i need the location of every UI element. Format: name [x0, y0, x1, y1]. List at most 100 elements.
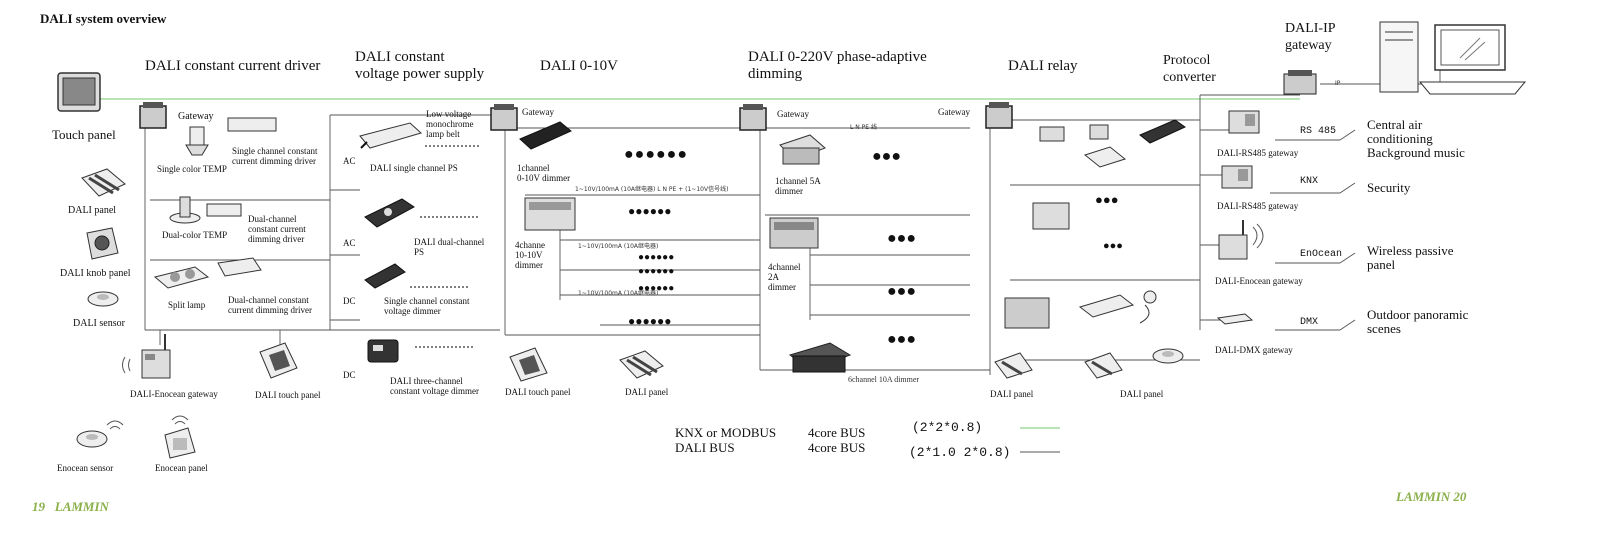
protocol-tag-dmx: DMX	[1300, 317, 1319, 328]
spec-label-2: 1~10V/100mA (10A继电器)	[578, 290, 659, 297]
one-ch-5a-icon	[775, 130, 830, 175]
legend-knx-bus: 4core BUS	[808, 425, 866, 440]
four-ch-010v-label: 4channe 10-10V dimmer	[515, 240, 545, 270]
six-ch-10a-label: 6channel 10A dimmer	[848, 375, 920, 384]
one-ch-010v-icon	[515, 117, 575, 157]
curtain-motor-icon	[1075, 285, 1175, 330]
three-cv-icon	[360, 335, 405, 370]
single-ps-label: DALI single channel PS	[370, 163, 458, 173]
knob-panel-icon	[82, 225, 122, 263]
lamp-dots-row-3: ●●●●●●	[638, 252, 675, 263]
enocean-panel-icon	[160, 410, 200, 460]
lamp-dots-row-12: ●●●	[1103, 240, 1123, 252]
enocean-gateway-label-2: DALI-Enocean gateway	[1215, 276, 1303, 286]
knob-panel-label: DALI knob panel	[60, 268, 131, 279]
page-title: DALI system overview	[40, 11, 167, 26]
dmx-gateway-label: DALI-DMX gateway	[1215, 345, 1293, 355]
touch-panel-icon	[55, 70, 103, 115]
lamp-dots-row-2: ●●●●●●	[628, 204, 672, 218]
single-driver-icon	[225, 115, 280, 135]
section-constant-voltage: DALI constant voltage power supply	[355, 49, 485, 82]
touch-panel-label: Touch panel	[52, 127, 116, 142]
section-ip-gateway: DALI-IP gateway	[1285, 21, 1336, 53]
legend-dali-name: DALI BUS	[675, 440, 735, 455]
dual-temp-lamp-icon	[165, 192, 205, 227]
dali-panel-icon-3	[990, 350, 1035, 385]
split-driver-icon	[215, 255, 265, 280]
four-ch-010v-icon	[515, 190, 580, 235]
gateway-label-3: Gateway	[777, 109, 809, 119]
legend-dali-spec: (2*1.0 2*0.8)	[909, 445, 1011, 460]
spec-top-label: 1~10V/100mA (10A继电器) L N PE + (1~10V信号线)	[575, 186, 729, 193]
six-ch-10a-icon	[785, 340, 855, 380]
rs485-gateway-label: DALI-RS485 gateway	[1217, 148, 1299, 158]
single-temp-lamp-icon	[182, 125, 212, 160]
legend-knx-spec: (2*2*0.8)	[912, 420, 983, 435]
enocean-panel-label: Enocean panel	[155, 463, 208, 473]
single-driver-label: Single channel constant current dimming …	[232, 146, 318, 166]
lnpe-label: L N PE 线	[850, 124, 877, 131]
dali-panel-label-3: DALI panel	[990, 389, 1034, 399]
lamp-dots-row-1: ●●●●●●	[624, 146, 688, 163]
dmx-gateway-icon	[1215, 310, 1255, 330]
single-cv-label: Single channel constant voltage dimmer	[384, 296, 470, 316]
section-protocol-converter: Protocol converter	[1163, 53, 1216, 85]
protocol-desc-enocean: Wireless passive panel	[1367, 243, 1454, 272]
relay-module-icon-2	[1000, 290, 1055, 335]
dual-ps-icon	[360, 195, 418, 235]
four-ch-2a-label: 4channel 2A dimmer	[768, 262, 801, 292]
gateway-label-1: Gateway	[178, 111, 214, 122]
four-ch-2a-icon	[765, 210, 825, 255]
enocean-gateway-icon-2	[1215, 215, 1275, 265]
footer-right: LAMMIN 20	[1396, 489, 1467, 504]
single-cv-icon	[360, 260, 410, 294]
dc-label-2: DC	[343, 370, 356, 380]
protocol-desc-dmx: Outdoor panoramic scenes	[1367, 307, 1469, 336]
relay-devices-icon	[1030, 115, 1190, 185]
section-constant-current: DALI constant current driver	[145, 58, 321, 74]
dali-sensor-label: DALI sensor	[73, 318, 125, 329]
dali-panel-label-4: DALI panel	[1120, 389, 1164, 399]
enocean-sensor-label: Enocean sensor	[57, 463, 114, 473]
dc-label-1: DC	[343, 296, 356, 306]
footer-left: 19 LAMMIN	[32, 499, 109, 514]
dual-driver-label: Dual-channel constant current dimming dr…	[248, 214, 306, 244]
gateway-icon-4	[983, 100, 1015, 132]
dali-panel-icon-2	[615, 348, 665, 383]
protocol-tag-knx: KNX	[1300, 176, 1319, 187]
lamp-dots-row-4: ●●●●●●	[638, 266, 675, 277]
dali-panel-icon-4	[1080, 350, 1125, 385]
protocol-tag-rs485: RS 485	[1300, 126, 1337, 137]
section-0-10v: DALI 0-10V	[540, 58, 618, 74]
relay-module-icon	[1028, 195, 1073, 235]
one-ch-010v-label: 1channel 0-10V dimmer	[517, 163, 571, 183]
enocean-gateway-label: DALI-Enocean gateway	[130, 389, 218, 399]
lamp-dots-row-5: ●●●●●●	[638, 283, 675, 294]
spec-label-1: 1~10V/100mA (10A继电器)	[578, 243, 659, 250]
dali-sensor-icon	[85, 288, 121, 310]
legend-knx-line	[1020, 427, 1060, 429]
gateway-icon-2	[488, 102, 520, 134]
dali-touch-panel-label-1: DALI touch panel	[255, 390, 321, 400]
rs485-gateway-icon-2	[1218, 160, 1258, 192]
protocol-desc-knx: Security	[1367, 180, 1411, 195]
legend-dali-bus: 4core BUS	[808, 440, 866, 455]
ip-label: IP	[1335, 80, 1341, 87]
dali-panel-label-2: DALI panel	[625, 387, 669, 397]
rs485-gateway-icon	[1225, 105, 1265, 137]
split-driver-label: Dual-channel constant current dimming dr…	[228, 295, 312, 315]
dali-touch-panel-icon	[255, 340, 300, 382]
rs485-gateway-label-2: DALI-RS485 gateway	[1217, 201, 1299, 211]
three-cv-label: DALI three-channel constant voltage dimm…	[390, 376, 479, 396]
computer-icon	[1375, 20, 1535, 100]
gateway-label-2: Gateway	[522, 107, 554, 117]
ac-label-1: AC	[343, 156, 356, 166]
single-ps-icon	[355, 118, 425, 156]
lamp-dots-row-10: ●●●	[887, 331, 916, 348]
split-lamp-icon	[150, 262, 210, 294]
protocol-tag-enocean: EnOcean	[1300, 249, 1343, 260]
protocol-desc-rs485: Central air conditioning Background musi…	[1367, 117, 1465, 160]
low-voltage-label: Low voltage monochrome lamp belt	[426, 109, 474, 139]
dual-driver-icon	[205, 200, 245, 220]
gateway-label-4: Gateway	[938, 107, 970, 117]
